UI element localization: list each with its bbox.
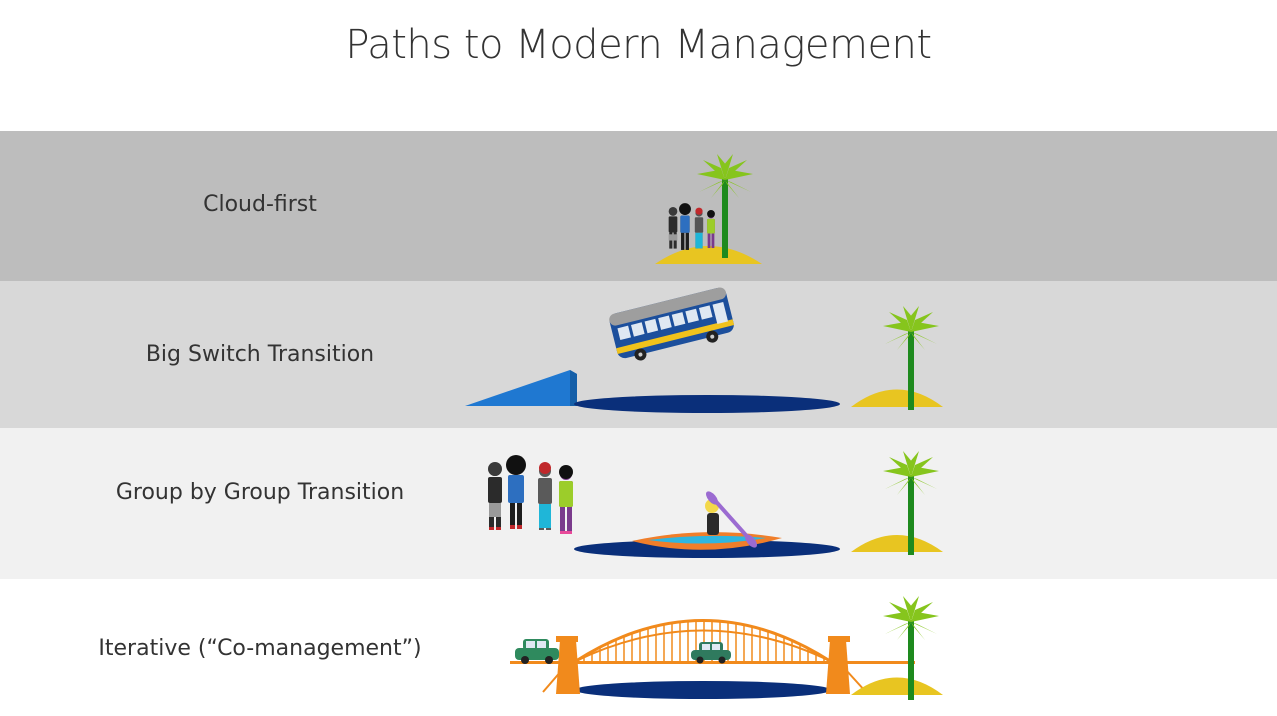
cloud-first-island [655, 154, 762, 264]
water-gap [574, 395, 840, 413]
bridge-icon [510, 619, 915, 694]
ramp [465, 370, 577, 406]
row-cloud-first [0, 131, 1277, 281]
water-under-bridge [575, 681, 831, 699]
big-switch-island [851, 306, 943, 410]
people-group-large-icon [488, 455, 573, 534]
car-on-bridge-icon [691, 642, 731, 664]
people-group-icon [668, 203, 715, 250]
row-label-big-switch: Big Switch Transition [145, 342, 375, 367]
row-label-cloud-first: Cloud-first [203, 192, 317, 217]
group-transition-island [851, 451, 943, 555]
page-title: Paths to Modern Management [345, 22, 932, 68]
row-label-group-by-group: Group by Group Transition [115, 480, 405, 505]
iterative-island [851, 596, 943, 700]
car-icon [515, 639, 559, 664]
kayak-icon [632, 491, 782, 550]
row-label-iterative: Iterative (“Co-management”) [98, 636, 422, 661]
bus-icon [609, 287, 735, 361]
